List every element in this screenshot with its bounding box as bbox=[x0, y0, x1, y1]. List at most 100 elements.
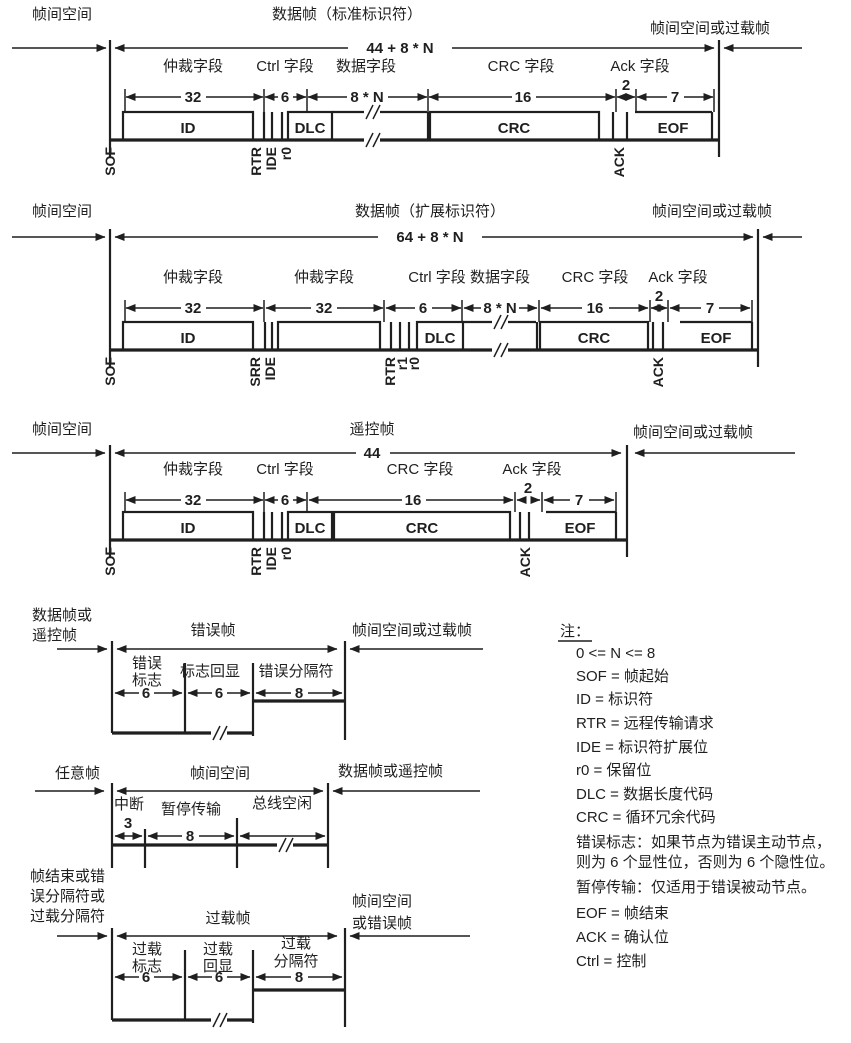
break-mark bbox=[492, 314, 509, 330]
frame4-field-labels: 错误 标志 标志回显 错误分隔符 bbox=[132, 655, 334, 689]
count-label: 16 bbox=[587, 300, 604, 317]
bit-label-r0: r0 bbox=[406, 357, 422, 370]
frame6-left-label-line1: 帧结束或错 bbox=[30, 868, 105, 885]
field-label: 标志 bbox=[132, 672, 162, 689]
box-label-crc: CRC bbox=[578, 330, 611, 347]
bit-label-r1: r1 bbox=[394, 357, 410, 370]
frame4-waveform bbox=[112, 663, 345, 741]
dim-data: 8 * N bbox=[307, 89, 428, 106]
frame5-dimensions: 8 bbox=[114, 828, 326, 845]
bit-label-ack: ACK bbox=[611, 147, 627, 177]
count-label: 32 bbox=[185, 492, 202, 509]
bit-label-sof: SOF bbox=[102, 547, 118, 576]
bit-label-ide: IDE bbox=[263, 547, 279, 570]
frame4-left-label-line1: 数据帧或 bbox=[32, 607, 92, 624]
frame1-span-arrows: 44 + 8 * N bbox=[12, 40, 802, 57]
frame2-left-label: 帧间空间 bbox=[32, 203, 92, 220]
dim-eof: 7 bbox=[543, 492, 615, 509]
field-label: 过载 bbox=[281, 935, 311, 952]
extended-data-frame-section: 帧间空间 数据帧（扩展标识符） 帧间空间或过载帧 64 + 8 * N 仲裁字段… bbox=[12, 203, 802, 387]
box-label-id: ID bbox=[181, 120, 196, 137]
frame2-right-label: 帧间空间或过载帧 bbox=[652, 203, 772, 220]
count-label: 2 bbox=[524, 480, 532, 497]
frame6-waveform bbox=[112, 950, 345, 1028]
count-label: 6 bbox=[281, 89, 289, 106]
bit-label-r0: r0 bbox=[278, 147, 294, 160]
id-box bbox=[121, 110, 255, 142]
field-label: 仲裁字段 bbox=[163, 269, 223, 286]
count-label: 6 bbox=[281, 492, 289, 509]
box-label-eof: EOF bbox=[658, 120, 689, 137]
box-label-crc: CRC bbox=[406, 520, 439, 537]
frame2-total-bits: 64 + 8 * N bbox=[396, 229, 463, 246]
note-line: SOF = 帧起始 bbox=[576, 668, 669, 685]
bit-label-ide: IDE bbox=[262, 357, 278, 380]
frame2-span-arrows: 64 + 8 * N bbox=[12, 229, 802, 246]
bit-label-ack: ACK bbox=[650, 357, 666, 387]
count-label: 32 bbox=[185, 89, 202, 106]
note-line: 错误标志：如果节点为错误主动节点， bbox=[576, 834, 831, 851]
box-label-id: ID bbox=[181, 520, 196, 537]
box-label-eof: EOF bbox=[701, 330, 732, 347]
frame6-left-label-line2: 误分隔符或 bbox=[30, 888, 105, 905]
bit-label-rtr: RTR bbox=[248, 547, 264, 576]
frame1-title: 数据帧（标准标识符） bbox=[272, 6, 422, 23]
note-line: DLC = 数据长度代码 bbox=[576, 786, 713, 803]
field-label: 分隔符 bbox=[273, 953, 318, 970]
frame2-title: 数据帧（扩展标识符） bbox=[355, 203, 505, 220]
field-label: Ack 字段 bbox=[648, 269, 707, 286]
count-label: 3 bbox=[124, 815, 132, 832]
note-line: Ctrl = 控制 bbox=[576, 953, 646, 970]
frame1-waveform: ID DLC CRC EOF bbox=[110, 104, 719, 148]
frame3-total-bits: 44 bbox=[364, 445, 381, 462]
standard-data-frame-section: 帧间空间 数据帧（标准标识符） 帧间空间或过载帧 44 + 8 * N 仲裁字段… bbox=[12, 6, 802, 177]
frame1-dimensions: 32 6 8 * N 16 bbox=[125, 89, 714, 106]
dim-arbitration-2: 32 bbox=[265, 300, 384, 317]
dim-error-delimiter: 8 bbox=[255, 685, 343, 702]
dim-crc: 16 bbox=[428, 89, 616, 106]
bit-label-sof: SOF bbox=[102, 357, 118, 386]
frame3-left-label: 帧间空间 bbox=[32, 421, 92, 438]
field-label: CRC 字段 bbox=[387, 461, 454, 478]
box-label-crc: CRC bbox=[498, 120, 531, 137]
count-label: 6 bbox=[142, 685, 150, 702]
field-label: Ctrl 字段 bbox=[256, 461, 314, 478]
count-label: 7 bbox=[671, 89, 679, 106]
field-label: Ctrl 字段 bbox=[408, 269, 466, 286]
frame5-title: 帧间空间 bbox=[190, 765, 250, 782]
frame6-left-label-line3: 过载分隔符 bbox=[30, 908, 105, 925]
field-label: 中断 bbox=[114, 796, 144, 813]
field-label: 数据字段 bbox=[470, 269, 530, 286]
box-label-dlc: DLC bbox=[425, 330, 456, 347]
overload-frame-section: 帧结束或错 误分隔符或 过载分隔符 过载帧 帧间空间 或错误帧 过载 标志 过载… bbox=[30, 868, 470, 1028]
field-label: 仲裁字段 bbox=[163, 58, 223, 75]
dim-eof: 7 bbox=[669, 300, 751, 317]
dim-data: 8 * N bbox=[463, 300, 538, 317]
count-label: 2 bbox=[622, 77, 630, 94]
count-label: 6 bbox=[215, 969, 223, 986]
note-line: ID = 标识符 bbox=[576, 691, 653, 708]
break-mark bbox=[211, 725, 228, 741]
bit-label-srr: SRR bbox=[247, 357, 263, 387]
count-label: 8 * N bbox=[483, 300, 516, 317]
count-label: 16 bbox=[515, 89, 532, 106]
frame6-right-label-line2: 或错误帧 bbox=[352, 915, 412, 932]
dim-ctrl: 6 bbox=[264, 492, 307, 509]
field-label: 回显 bbox=[203, 958, 233, 975]
dim-arbitration: 32 bbox=[125, 492, 264, 509]
crc-box bbox=[332, 510, 512, 542]
dim-arbitration: 32 bbox=[125, 89, 264, 106]
box-label-dlc: DLC bbox=[295, 120, 326, 137]
dim-ctrl: 6 bbox=[385, 300, 462, 317]
break-mark bbox=[492, 342, 509, 358]
dim-crc: 16 bbox=[308, 492, 514, 509]
dlc-box bbox=[415, 320, 465, 352]
note-line: 则为 6 个显性位，否则为 6 个隐性位。 bbox=[576, 854, 834, 871]
frame1-bit-labels: SOF RTR IDE r0 ACK bbox=[102, 147, 627, 178]
frame5-field-labels: 中断 3 暂停传输 总线空闲 bbox=[114, 795, 312, 832]
count-label: 2 bbox=[655, 288, 663, 305]
break-mark bbox=[364, 132, 381, 148]
count-label: 7 bbox=[575, 492, 583, 509]
frame3-right-label: 帧间空间或过载帧 bbox=[633, 424, 753, 441]
